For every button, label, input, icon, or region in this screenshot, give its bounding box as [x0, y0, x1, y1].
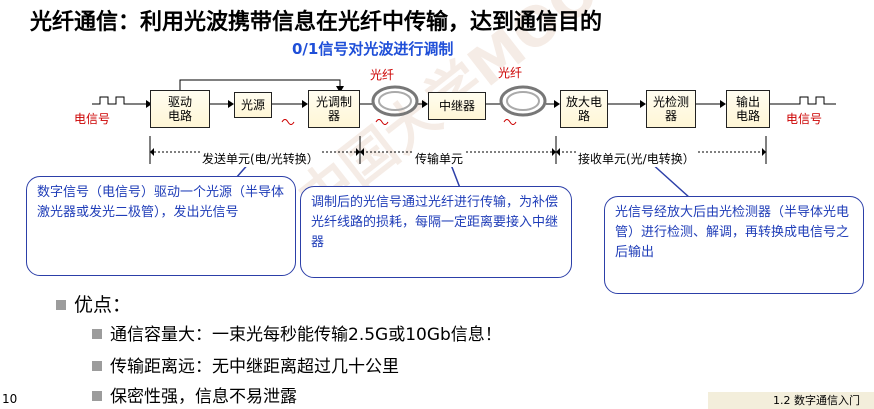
advantage-item-text: 通信容量大：一束光每秒能传输2.5G或10Gb信息！	[110, 325, 502, 345]
advantage-item: 通信容量大：一束光每秒能传输2.5G或10Gb信息！	[92, 320, 502, 345]
advantage-item-text: 保密性强，信息不易泄露	[110, 387, 297, 407]
receive-description-bubble: 光信号经放大后由光检测器（半导体光电管）进行检测、解调，再转换成电信号之后输出	[604, 196, 864, 294]
light-modulator-block: 光调制 器	[308, 90, 360, 128]
send-unit-label: 发送单元(电/光转换）	[200, 150, 321, 167]
amplifier-block: 放大电 路	[560, 90, 608, 128]
output-circuit-block: 输出 电路	[726, 90, 770, 128]
advantages-heading-text: 优点：	[74, 294, 132, 316]
light-detector-block: 光检测 器	[646, 90, 696, 128]
send-description-bubble: 数字信号（电信号）驱动一个光源（半导体激光器或发光二极管），发出光信号	[26, 176, 296, 276]
advantage-item: 保密性强，信息不易泄露	[92, 382, 297, 407]
driver-circuit-block: 驱动 电路	[150, 90, 210, 128]
page-number: 10	[2, 392, 18, 406]
fiber-label-2: 光纤	[498, 66, 523, 80]
signal-in-label: 电信号	[74, 112, 111, 126]
transmit-description-bubble: 调制后的光信号通过光纤进行传输，为补偿光纤线路的损耗，每隔一定距离要接入中继器	[300, 186, 572, 278]
receive-unit-label: 接收单元(光/电转换）	[576, 150, 697, 167]
modulation-note: 0/1信号对光波进行调制	[292, 40, 454, 58]
advantage-item-text: 传输距离远：无中继距离超过几十公里	[110, 357, 399, 377]
bullet-square-icon	[92, 329, 102, 339]
bullet-square-icon	[92, 361, 102, 371]
repeater-block: 中继器	[428, 92, 486, 120]
fiber-label-1: 光纤	[370, 68, 395, 82]
footer-section-title: 1.2 数字通信入门	[708, 392, 874, 409]
light-source-block: 光源	[234, 92, 272, 118]
advantage-item: 传输距离远：无中继距离超过几十公里	[92, 352, 399, 377]
advantages-heading: 优点：	[56, 290, 131, 317]
bullet-square-icon	[56, 300, 66, 310]
page-title: 光纤通信：利用光波携带信息在光纤中传输，达到通信目的	[30, 10, 603, 35]
signal-out-label: 电信号	[786, 112, 823, 126]
transmit-unit-label: 传输单元	[413, 150, 466, 167]
bullet-square-icon	[92, 391, 102, 401]
